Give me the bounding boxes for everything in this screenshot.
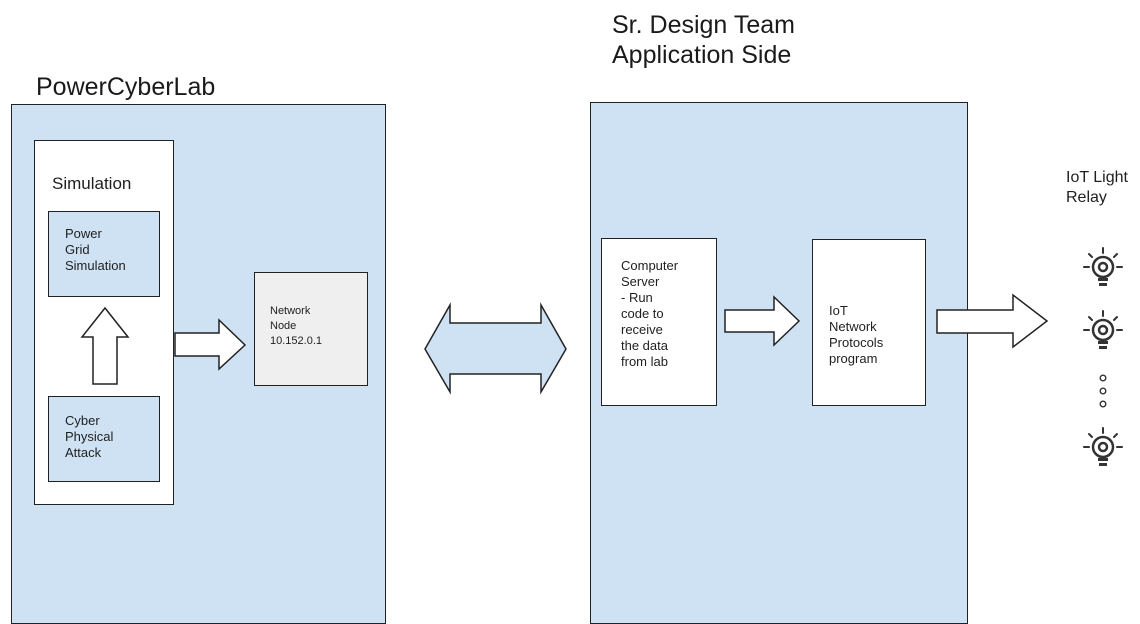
- ellipsis-dot: [1099, 400, 1107, 408]
- right-arrow-to-relay: [936, 293, 1049, 349]
- right-arrow-to-node: [174, 318, 247, 371]
- lightbulb-icon: [1083, 310, 1123, 349]
- iot-relay-title: IoT Light Relay: [1066, 169, 1128, 206]
- cyber-physical-attack-label: Cyber Physical Attack: [65, 413, 114, 460]
- ellipsis-dot: [1099, 374, 1107, 382]
- computer-server-box: [601, 238, 717, 406]
- computer-server-label: Computer Server - Run code to receive th…: [621, 258, 679, 369]
- network-node-label: Network Node 10.152.0.1: [270, 305, 322, 347]
- network-node-box: [254, 272, 368, 386]
- up-arrow: [80, 306, 130, 385]
- cyber-physical-attack-box: [48, 396, 160, 482]
- right-arrow-to-protocols: [724, 295, 801, 347]
- power-grid-simulation-box: [48, 211, 160, 297]
- lightbulb-icon: [1083, 427, 1123, 466]
- simulation-label: Simulation: [52, 174, 132, 193]
- ellipsis-dot: [1099, 387, 1107, 395]
- iot-network-protocols-box: [812, 239, 926, 406]
- app-title: Sr. Design Team Application Side: [612, 11, 795, 69]
- iot-network-protocols-label: IoT Network Protocols program: [829, 303, 884, 366]
- lightbulb-icon: [1083, 247, 1123, 286]
- double-arrow: [424, 302, 567, 395]
- lab-title: PowerCyberLab: [36, 73, 216, 101]
- power-grid-simulation-label: Power Grid Simulation: [65, 226, 126, 273]
